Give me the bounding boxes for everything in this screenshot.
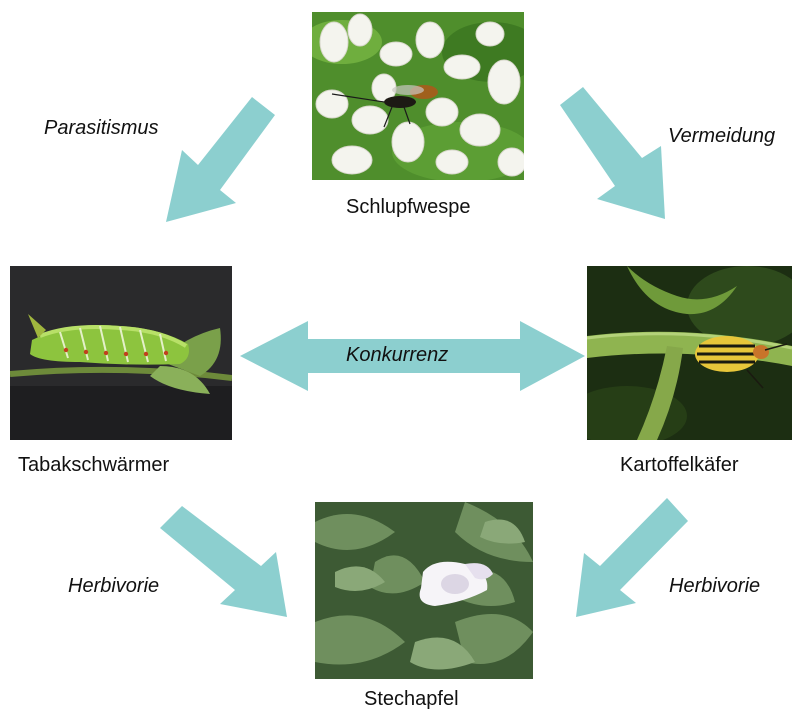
beetle-label: Kartoffelkäfer [620, 454, 739, 477]
arrow-parasitism [166, 97, 275, 222]
arrow-herbivory-right [576, 498, 688, 617]
datura-label: Stechapfel [364, 688, 459, 711]
relation-avoidance-label: Vermeidung [668, 125, 775, 148]
beetle-photo [587, 266, 792, 440]
datura-photo [315, 502, 533, 679]
relation-herbivory-right-label: Herbivorie [669, 575, 760, 598]
hornworm-photo [10, 266, 232, 440]
relation-herbivory-left-label: Herbivorie [68, 575, 159, 598]
arrow-avoidance [560, 87, 665, 219]
wasp-label: Schlupfwespe [346, 196, 471, 219]
relation-competition-label: Konkurrenz [346, 344, 448, 367]
relation-parasitism-label: Parasitismus [44, 117, 158, 140]
wasp-photo [312, 12, 524, 180]
arrow-herbivory-left [160, 506, 287, 617]
hornworm-label: Tabakschwärmer [18, 454, 169, 477]
